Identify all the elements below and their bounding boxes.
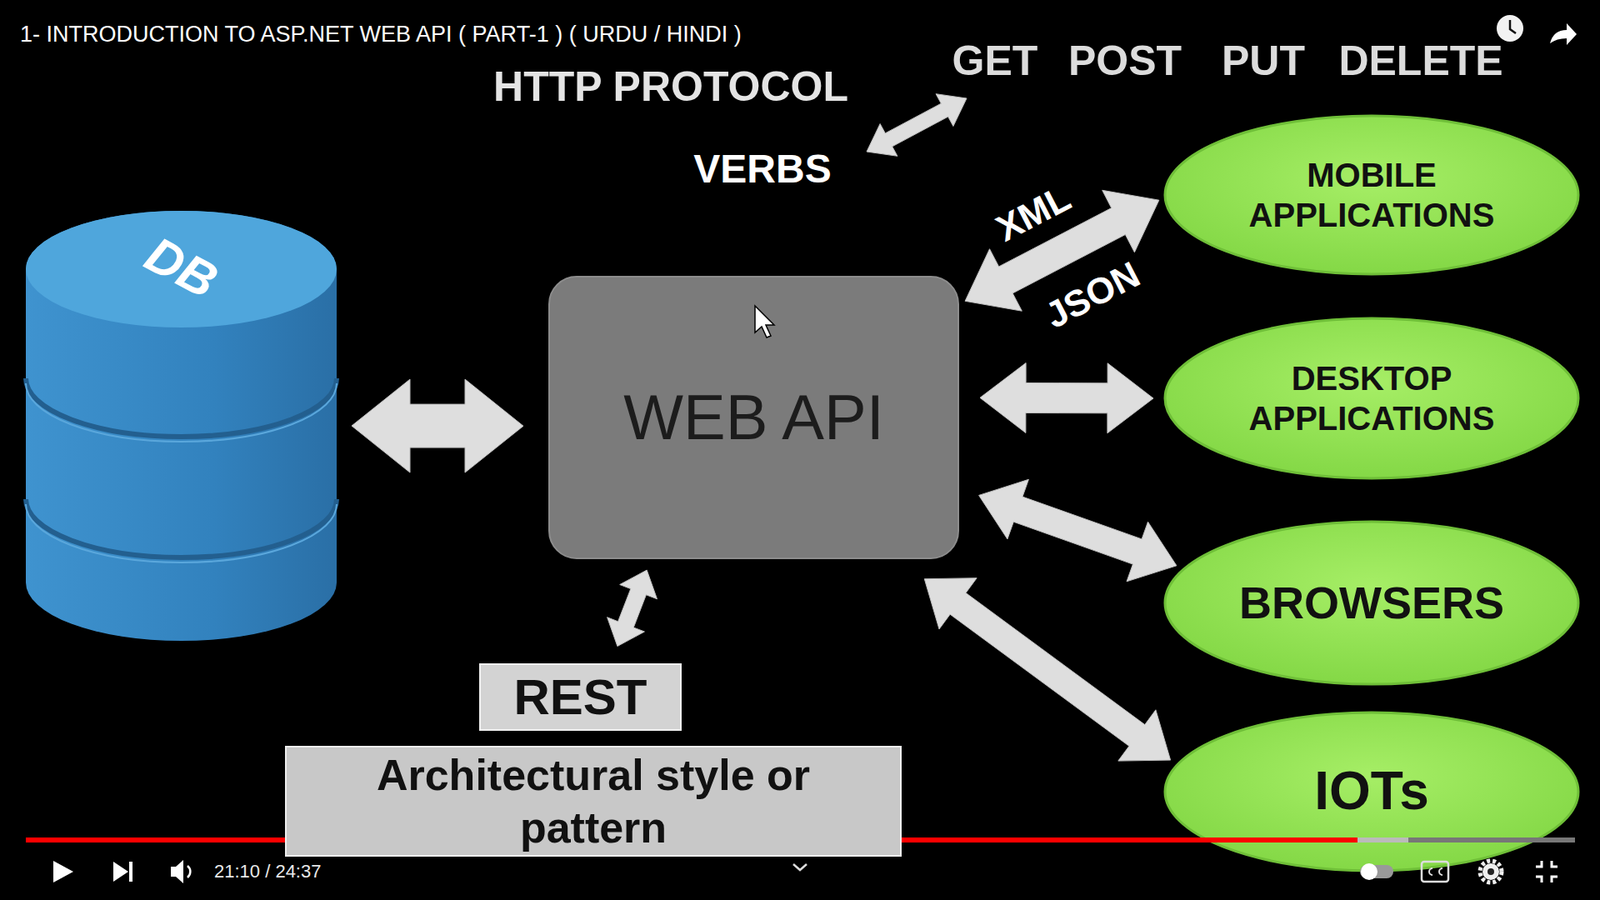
exit-fullscreen-icon — [1535, 860, 1558, 883]
client-ellipse: IOTs — [1163, 710, 1580, 873]
double-arrow — [979, 479, 1177, 582]
settings-gear-hole — [1487, 868, 1495, 875]
node-label: WEB API — [623, 380, 885, 454]
double-arrow — [980, 363, 1154, 434]
double-arrow — [351, 379, 524, 473]
http-verb: DELETE — [1338, 36, 1503, 85]
node-label: REST — [513, 668, 647, 726]
volume-icon — [170, 860, 184, 884]
client-ellipse: DESKTOP APPLICATIONS — [1163, 316, 1580, 480]
node-label: DESKTOP APPLICATIONS — [1221, 358, 1522, 439]
cylinder-band-light — [25, 383, 337, 442]
client-ellipse: MOBILE APPLICATIONS — [1163, 114, 1580, 276]
client-ellipse: BROWSERS — [1163, 520, 1580, 686]
protocol-heading: HTTP PROTOCOL — [493, 62, 849, 111]
node-label: MOBILE APPLICATIONS — [1221, 155, 1522, 235]
share-icon — [1550, 23, 1577, 45]
cylinder-top — [25, 210, 337, 328]
cylinder-band — [25, 378, 337, 437]
http-verb: PUT — [1221, 36, 1305, 85]
cylinder-body — [25, 210, 337, 641]
double-arrow — [607, 570, 658, 646]
client-ellipse-shape — [1165, 318, 1579, 479]
double-arrow — [924, 578, 1170, 761]
next-icon-bar — [129, 861, 133, 882]
settings-chevron — [793, 864, 807, 870]
node-label: IOTs — [1314, 760, 1430, 823]
settings-gear — [1482, 863, 1500, 880]
http-verb: POST — [1068, 36, 1182, 85]
database-cylinder: DB — [25, 210, 337, 641]
ellipse-outline — [1163, 316, 1580, 480]
video-time: 21:10 / 24:37 — [214, 860, 321, 883]
http-verb: GET — [952, 36, 1039, 85]
rest-box: REST — [479, 663, 682, 731]
settings-gear — [1480, 860, 1502, 883]
api-box: WEB API — [548, 275, 960, 560]
verbs-label: VERBS — [693, 145, 831, 192]
cylinder-band — [25, 499, 337, 558]
client-ellipse-shape — [1165, 521, 1579, 685]
volume-wave — [187, 865, 190, 878]
description-box: Architectural style or pattern — [285, 745, 902, 857]
next-icon — [113, 861, 129, 882]
client-ellipse-shape — [1165, 712, 1579, 871]
captions-glyph — [1429, 868, 1443, 875]
play-icon — [53, 860, 74, 883]
ellipse-outline — [1163, 114, 1580, 276]
cylinder-band-light — [25, 504, 337, 563]
verbs-arrow — [866, 94, 967, 157]
node-label: Architectural style or pattern — [301, 749, 885, 854]
client-ellipse-shape — [1165, 115, 1579, 275]
watch-later-hands — [1510, 20, 1516, 34]
video-title: 1- INTRODUCTION TO ASP.NET WEB API ( PAR… — [20, 21, 742, 48]
node-label: BROWSERS — [1239, 576, 1505, 629]
